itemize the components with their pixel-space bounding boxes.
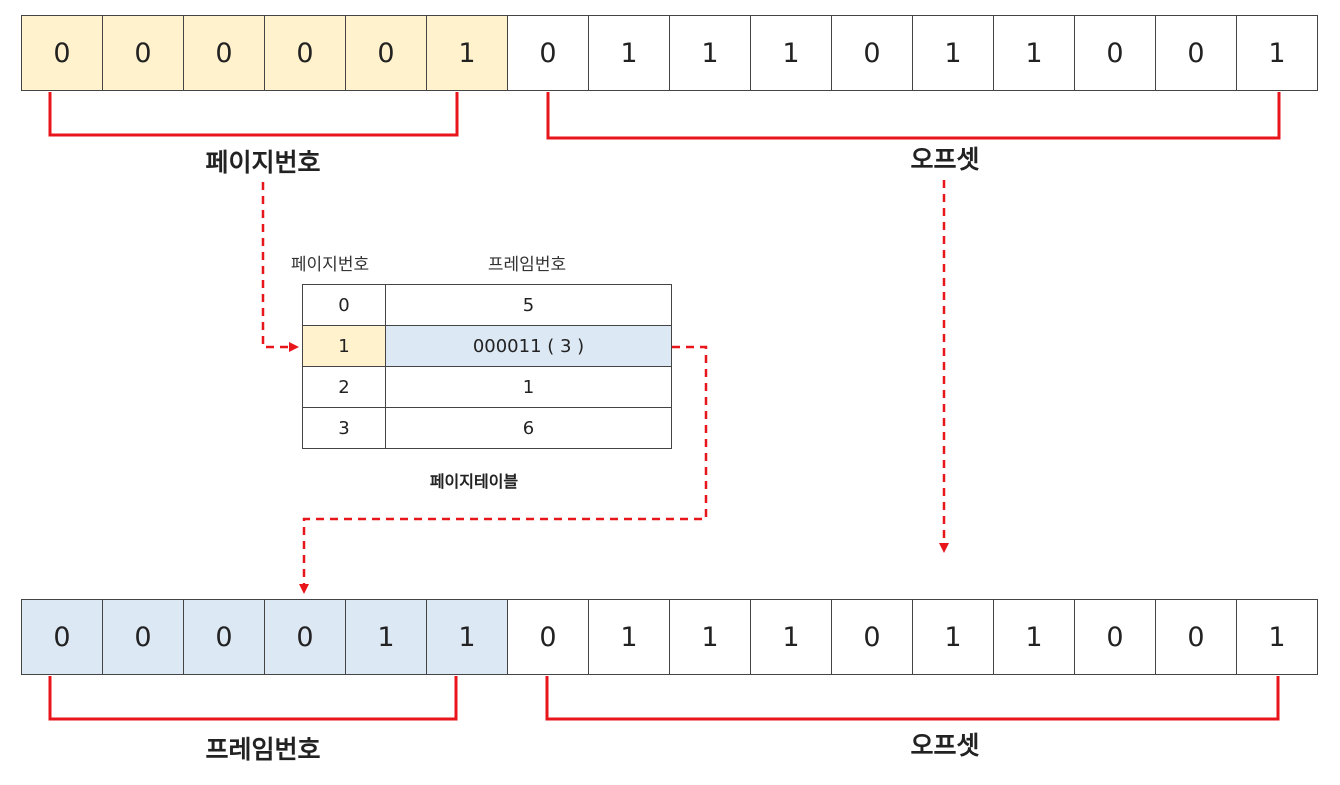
page-cell: 0	[302, 284, 386, 326]
table-row: 2 1	[302, 366, 672, 408]
physical-offset-bracket	[545, 676, 1280, 721]
logical-bit: 0	[265, 16, 346, 91]
physical-bit: 1	[427, 600, 508, 675]
logical-bit: 1	[751, 16, 832, 91]
logical-offset-bracket	[546, 92, 1281, 140]
page-number-label: 페이지번호	[205, 148, 321, 177]
page-number-bracket	[48, 92, 459, 137]
logical-offset-label: 오프셋	[910, 145, 980, 174]
logical-bit: 0	[346, 16, 427, 91]
page-table-page-header: 페이지번호	[290, 255, 370, 275]
physical-bit: 0	[22, 600, 103, 675]
physical-bit: 0	[103, 600, 184, 675]
logical-bit: 1	[994, 16, 1075, 91]
frame-number-bracket	[48, 676, 458, 721]
table-row: 0 5	[302, 284, 672, 326]
page-table-frame-header: 프레임번호	[487, 255, 567, 275]
frame-cell: 1	[385, 366, 672, 408]
physical-bit: 0	[832, 600, 913, 675]
logical-bit: 1	[670, 16, 751, 91]
logical-bit: 0	[184, 16, 265, 91]
page-cell: 3	[302, 407, 386, 449]
table-row: 3 6	[302, 407, 672, 449]
page-cell: 2	[302, 366, 386, 408]
physical-bit: 1	[589, 600, 670, 675]
logical-bit: 0	[508, 16, 589, 91]
logical-bit: 1	[427, 16, 508, 91]
physical-bit: 0	[1156, 600, 1237, 675]
page-table-caption: 페이지테이블	[429, 472, 519, 491]
logical-address-bits: 0 0 0 0 0 1 0 1 1 1 0 1 1 0 0 1	[21, 15, 1318, 91]
frame-cell: 6	[385, 407, 672, 449]
physical-bit: 0	[1075, 600, 1156, 675]
logical-bit: 1	[913, 16, 994, 91]
physical-bit: 0	[184, 600, 265, 675]
physical-bit: 0	[265, 600, 346, 675]
physical-bit: 0	[508, 600, 589, 675]
table-row-highlighted: 1 000011 ( 3 )	[302, 325, 672, 367]
logical-bit: 0	[1075, 16, 1156, 91]
frame-cell: 000011 ( 3 )	[385, 325, 672, 367]
logical-bit: 0	[832, 16, 913, 91]
physical-bit: 1	[670, 600, 751, 675]
physical-bit: 1	[1237, 600, 1318, 675]
logical-bit: 0	[1156, 16, 1237, 91]
logical-bit: 1	[1237, 16, 1318, 91]
logical-bit: 0	[22, 16, 103, 91]
logical-bit: 1	[589, 16, 670, 91]
page-table: 0 5 1 000011 ( 3 ) 2 1 3 6	[302, 284, 672, 449]
physical-bit: 1	[994, 600, 1075, 675]
physical-offset-label: 오프셋	[910, 731, 980, 760]
frame-number-label: 프레임번호	[205, 735, 321, 764]
frame-cell: 5	[385, 284, 672, 326]
physical-bit: 1	[346, 600, 427, 675]
physical-address-bits: 0 0 0 0 1 1 0 1 1 1 0 1 1 0 0 1	[21, 599, 1318, 675]
physical-bit: 1	[913, 600, 994, 675]
page-cell: 1	[302, 325, 386, 367]
physical-bit: 1	[751, 600, 832, 675]
logical-bit: 0	[103, 16, 184, 91]
